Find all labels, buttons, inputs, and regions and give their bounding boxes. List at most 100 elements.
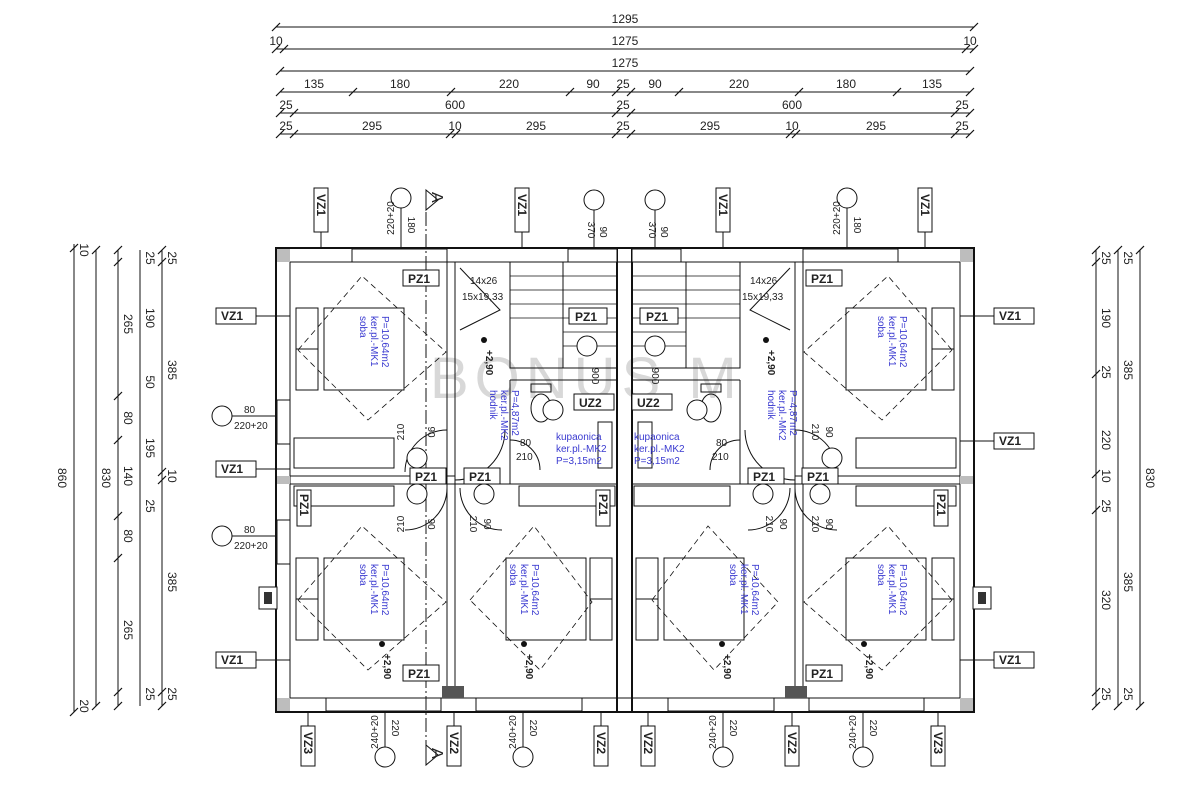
opening-text: 220 [727,720,738,737]
tag-pz1: PZ1 [811,272,833,286]
tag-vz1: VZ1 [999,309,1021,323]
dim-left: 50 [143,375,157,389]
opening-text: 90 [597,226,608,238]
room-label-kupaonica: kupaonica ker.pl.-MK2 P=3,15m2 [634,432,685,467]
svg-text:ker.pl.-MK2: ker.pl.-MK2 [556,444,607,455]
opening-text: 220+20 [386,201,397,235]
room-label-soba: soba ker.pl.-MK1 P=10,64m2 [357,316,390,368]
opening-text: 220+20 [832,201,843,235]
tag-uz2: UZ2 [579,396,602,410]
dim-right: 25 [1099,499,1113,513]
level-text: +2,90 [523,654,534,680]
dim-top-r6: 295 [866,119,886,133]
tag-pz1: PZ1 [297,494,311,516]
room-label-soba: soba ker.pl.-MK1 P=10,64m2 [727,564,760,616]
dim-top-1295: 1295 [612,12,639,26]
svg-text:P=3,15m2: P=3,15m2 [556,456,602,467]
opening-text: 90 [823,518,834,530]
opening-text: 210 [712,452,729,463]
tag-pz1: PZ1 [646,310,668,324]
opening-text: 80 [244,405,256,416]
opening-text: 90 [481,518,492,530]
tag-pz1: PZ1 [408,272,430,286]
tag-vz1: VZ1 [999,434,1021,448]
dim-top-r4: 135 [922,77,942,91]
opening-text: 220+20 [234,541,268,552]
dim-left: 25 [143,687,157,701]
stair-text: 15x19,33 [462,292,504,303]
opening-text: 210 [516,452,533,463]
windows [276,248,925,712]
dim-top-r4: 220 [499,77,519,91]
svg-text:P=4,87m2: P=4,87m2 [509,390,520,436]
svg-text:ker.pl.-MK2: ker.pl.-MK2 [634,444,685,455]
opening-text: 240+20 [508,715,519,749]
tag-vz1: VZ1 [221,462,243,476]
svg-text:P=3,15m2: P=3,15m2 [634,456,680,467]
room-label-soba: soba ker.pl.-MK1 P=10,64m2 [357,564,390,616]
room-label-soba: soba ker.pl.-MK1 P=10,64m2 [875,564,908,616]
right-dimension-chains: 25 25 10 25 25 190 220 320 25 385 385 25… [1091,245,1157,711]
svg-text:P=10,64m2: P=10,64m2 [897,316,908,368]
dim-left: 25 [143,251,157,265]
dim-left: 190 [143,308,157,328]
dim-left: 385 [165,360,179,380]
tag-pz1: PZ1 [575,310,597,324]
dim-left: 25 [165,251,179,265]
svg-text:kupaonica: kupaonica [634,432,680,443]
dim-left: 140 [121,466,135,486]
dim-left: 385 [165,572,179,592]
tag-pz1: PZ1 [469,470,491,484]
level-text: +2,90 [381,654,392,680]
opening-text: 90 [777,518,788,530]
svg-text:kupaonica: kupaonica [556,432,602,443]
opening-text: 370 [646,222,657,239]
dim-top-r5: 600 [445,98,465,112]
dim-top-r4: 135 [304,77,324,91]
opening-text: 370 [585,222,596,239]
dim-top-r6: 25 [616,119,630,133]
room-label-soba: soba ker.pl.-MK1 P=10,64m2 [875,316,908,368]
level-text: +2,90 [721,654,732,680]
tag-pz1: PZ1 [408,667,430,681]
dim-left: 25 [165,687,179,701]
opening-text: 240+20 [708,715,719,749]
level-text: +2,90 [765,350,776,376]
opening-text: 90 [425,518,436,530]
svg-text:hodnik: hodnik [765,390,776,420]
svg-text:soba: soba [875,316,886,338]
left-dimension-chains: 10 860 20 830 25 265 80 140 80 265 25 19… [55,243,179,717]
dim-left: 80 [121,529,135,543]
svg-text:soba: soba [357,316,368,338]
opening-text: 180 [405,217,416,234]
dim-top-r6: 25 [955,119,969,133]
dim-top-r4: 220 [729,77,749,91]
tag-vz1: VZ1 [314,194,328,216]
dim-left: 195 [143,438,157,458]
dim-top-r2: 1275 [612,34,639,48]
svg-text:P=10,64m2: P=10,64m2 [529,564,540,616]
dim-top-r4: 180 [836,77,856,91]
dim-top-r3: 1275 [612,56,639,70]
dim-top-r6: 10 [785,119,799,133]
stair-text: 14x26 [470,276,498,287]
tag-vz2: VZ2 [447,732,461,754]
dim-top-r5: 600 [782,98,802,112]
dim-top-r6: 295 [526,119,546,133]
level-text: +2,90 [863,654,874,680]
opening-text: 220 [389,720,400,737]
svg-text:P=4,87m2: P=4,87m2 [787,390,798,436]
opening-text: 210 [396,515,407,532]
tag-vz3: VZ3 [931,732,945,754]
room-labels: soba ker.pl.-MK1 P=10,64m2 soba ker.pl.-… [357,316,908,616]
opening-text: 80 [520,438,532,449]
dim-right: 220 [1099,430,1113,450]
svg-text:soba: soba [875,564,886,586]
opening-markers [211,187,874,768]
room-label-kupaonica: kupaonica ker.pl.-MK2 P=3,15m2 [556,432,607,467]
dim-right: 25 [1099,365,1113,379]
stair-text: 14x26 [750,276,778,287]
dim-right: 10 [1099,469,1113,483]
tag-vz2: VZ2 [594,732,608,754]
tag-vz1: VZ1 [515,194,529,216]
